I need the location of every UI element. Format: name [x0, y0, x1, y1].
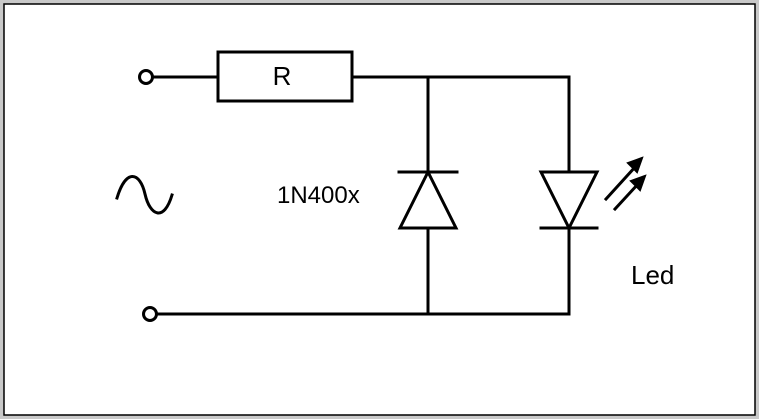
diode-label: 1N400x [277, 182, 360, 209]
led-light-arrows-icon [603, 156, 647, 212]
resistor [216, 50, 354, 103]
diode [397, 168, 459, 230]
led [538, 156, 647, 232]
terminal-bottom [142, 306, 158, 322]
led-triangle [538, 170, 600, 232]
led-label: Led [631, 260, 674, 290]
diode-triangle [397, 168, 459, 230]
terminal-top [138, 69, 154, 85]
diagram-panel [3, 3, 756, 416]
resistor-label: R [273, 61, 292, 91]
ac-source-icon [115, 175, 174, 215]
